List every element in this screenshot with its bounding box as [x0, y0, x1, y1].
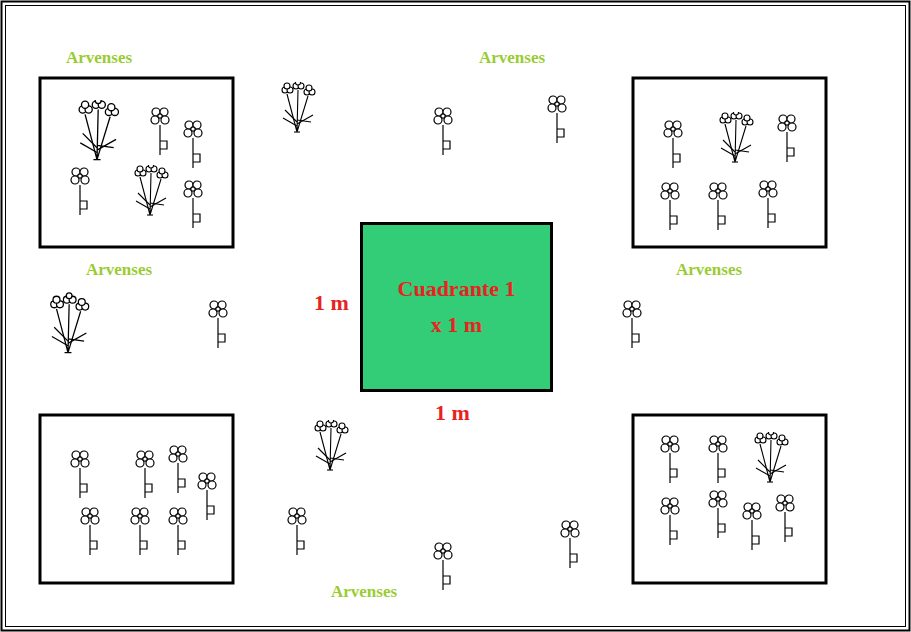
weeds-label: Arvenses [676, 260, 742, 280]
inner-frame [6, 6, 906, 627]
weeds-label: Arvenses [331, 582, 397, 602]
quadrant-square: Cuadrante 1 x 1 m [360, 222, 553, 392]
weeds-label: Arvenses [86, 260, 152, 280]
dimension-label: 1 m [314, 290, 349, 316]
weeds-label: Arvenses [479, 48, 545, 68]
sample-boxes [40, 78, 826, 583]
dimension-label: 1 m [435, 400, 470, 426]
weeds-label: Arvenses [66, 48, 132, 68]
quadrant-label: Cuadrante 1 x 1 m [392, 271, 522, 343]
weeds [51, 80, 796, 590]
